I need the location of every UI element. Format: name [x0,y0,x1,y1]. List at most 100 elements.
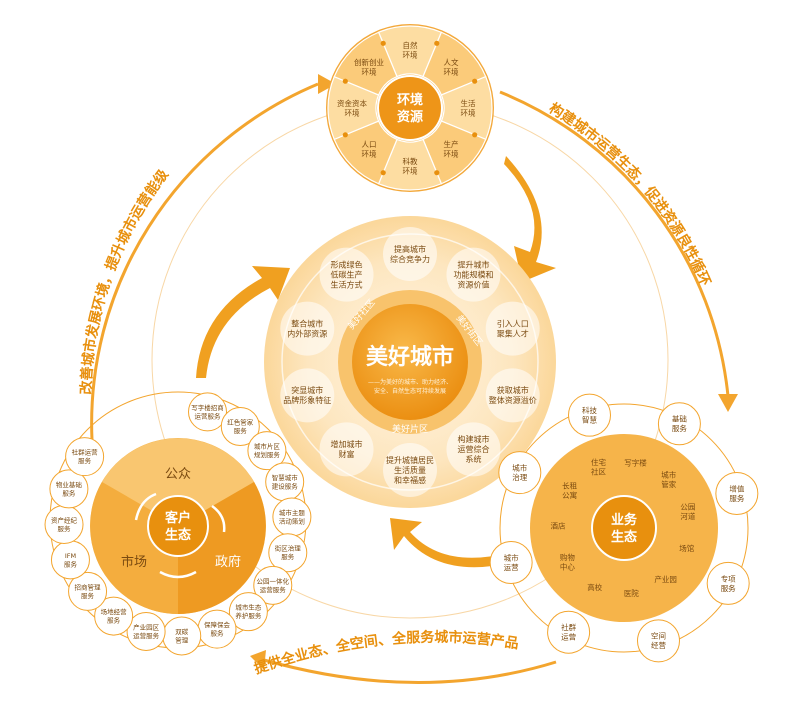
business-outer-item-text-line: 服务 [672,423,687,433]
customer-item-text-line: 服务 [107,616,121,625]
customer-item-bubble [68,571,108,611]
environment-item-text-line: 环境 [444,66,459,76]
customer-item-text-line: 红色管家 [227,418,254,427]
center-item-bubble [319,247,374,302]
environment-sector [422,31,487,96]
environment-item-text-line: 生活 [461,98,476,108]
center-item-text-line: 低碳生产 [331,269,363,279]
customer-item-text-line: 双碳 [175,627,189,636]
business-outer-item-text-line: 专项 [721,573,736,583]
customer-item-bubble [49,469,89,509]
customer-sector-public [102,438,254,526]
environment-item-text-line: 人口 [361,140,376,149]
business-inner-item: 写字楼 [624,458,647,468]
customer-item-text-line: 养护服务 [235,611,262,620]
business-outer-item: 城市运营 [489,540,533,584]
customer-item-text-line: 服务 [210,629,224,638]
business-outer-ring [499,403,749,653]
environment-item-text-line: 环境 [345,107,360,117]
left-arc-arrowhead [318,74,336,94]
center-item-bubble [383,227,437,281]
business-title-2: 生态 [611,529,637,545]
environment-flow-dot [380,40,386,46]
environment-flow-dot [472,78,478,84]
environment-item-text-line: 环境 [361,66,376,76]
bottom-arc-arrowhead [250,650,266,670]
environment-item-text-line: 创新创业 [354,57,384,67]
customer-sector-label-government: 政府 [215,555,241,570]
customer-sector-label-market: 市场 [121,554,147,570]
business-outer-item-text-line: 经营 [651,640,666,650]
center-item-text-line: 财富 [339,449,355,459]
environment-item-text-line: 环境 [403,49,418,59]
business-outer-item-text-line: 增值 [729,483,744,493]
center-item-text-line: 运营综合 [457,444,489,454]
environment-flow-dot [380,170,386,176]
business-outer-item-text-line: 运营 [504,562,519,572]
environment-flow-dot [342,78,348,84]
customer-item-text-line: 产业园区 [133,622,160,631]
center-item-text-line: 品牌形象特征 [283,395,331,405]
customer-item-text-line: 服务 [64,559,78,568]
customer-item-text-line: 写字楼招商 [191,403,224,412]
business-inner-item-text-line: 公寓 [562,490,577,500]
business-outer-item-bubble [636,619,680,663]
center-item-bubble [446,247,501,302]
business-inner-item-text-line: 酒店 [551,521,566,531]
center-item-bubble [319,422,374,477]
business-outer-item-text-line: 城市 [512,462,527,472]
center-item-text-line: 提升城市 [457,259,489,269]
center-item-text-line: 生活方式 [331,279,363,289]
environment-sector [333,31,398,96]
bottom-arc-label: 提供全业态、全空间、全服务城市运营产品 [252,629,520,678]
business-inner-item-text-line: 河道 [680,511,695,521]
customer-item-text-line: 智慧城市 [272,473,299,482]
business-inner-item-text-line: 长租 [562,480,577,490]
customer-item-bubble [228,592,268,632]
customer-item-bubble [268,533,308,573]
center-item-text-line: 资源价值 [457,279,489,289]
business-inner-item-text-line: 购物 [560,552,575,562]
business-outer-item-bubble [657,402,701,446]
environment-flow-dot [342,132,348,138]
environment-item-text-line: 环境 [461,107,476,117]
customer-item-text-line: IFM [65,552,76,560]
customer-sector-label-public: 公众 [165,467,191,482]
customer-item-bubble [65,437,105,477]
customer-item-text-line: 保障保会 [204,620,231,629]
business-outer-item-bubble [547,610,591,654]
environment-item-text-line: 人文 [444,57,459,67]
business-outer-item-bubble [706,561,750,605]
customer-cluster: 写字楼招商运营服务红色管家服务城市片区规划服务智慧城市建设服务城市主题活动策划街… [44,391,312,656]
center-item-text-line: 增加城市 [331,439,363,449]
customer-item-text-line: 城市生态 [235,603,262,612]
bottom-arc [263,658,557,684]
business-inner-item-text-line: 产业园 [654,574,677,584]
customer-item-text-line: 物业基础 [56,480,83,489]
business-outer-item-bubble [568,393,612,437]
customer-item-text-line: 公园一体化 [257,576,290,585]
